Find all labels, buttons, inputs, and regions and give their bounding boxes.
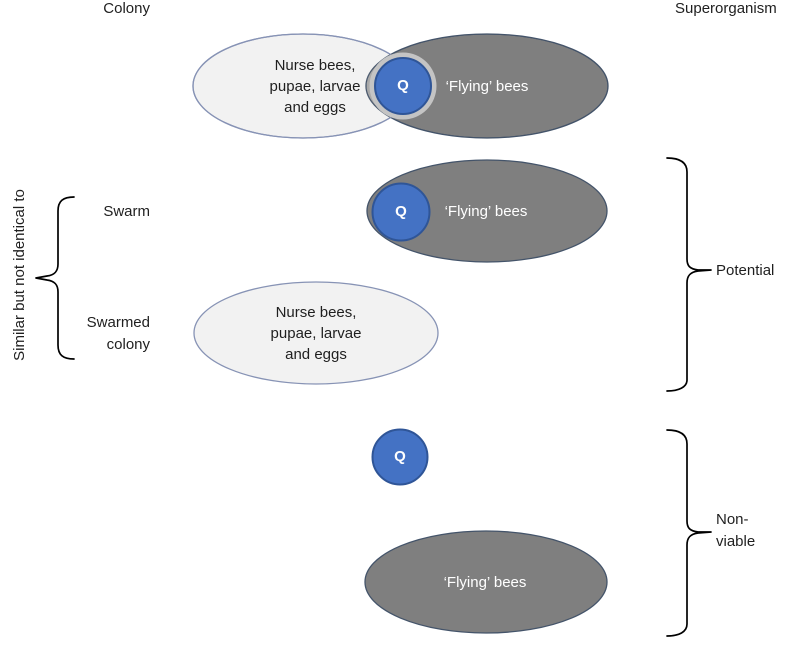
brood-text-swarmed-colony: Nurse bees, pupae, larvae and eggs bbox=[270, 304, 362, 363]
superorganism-label: Superorganism bbox=[675, 0, 777, 17]
queen-circle-alone bbox=[371, 428, 429, 486]
swarm-label: Swarm bbox=[103, 203, 150, 220]
queen-circle-top bbox=[374, 57, 432, 115]
queen-letter-top: Q bbox=[397, 77, 409, 94]
brood-text-colony: Nurse bees, pupae, larvae and eggs bbox=[269, 57, 361, 116]
right-brace-potential bbox=[666, 157, 712, 392]
right-brace-nonviable bbox=[666, 429, 712, 637]
queen-circle-swarm bbox=[371, 182, 431, 242]
swarmed-colony-label: Swarmed colony bbox=[86, 314, 150, 353]
swarmed-colony-brood-ellipse bbox=[193, 281, 439, 385]
flying-alone-ellipse bbox=[364, 530, 608, 634]
queen-letter-alone: Q bbox=[394, 448, 406, 465]
colony-label: Colony bbox=[103, 0, 150, 17]
flying-bees-text-alone: ‘Flying’ bees bbox=[443, 574, 527, 591]
queen-letter-swarm: Q bbox=[395, 203, 407, 220]
non-viable-label: Non- viable bbox=[716, 511, 756, 550]
flying-bees-text-swarm: ‘Flying’ bees bbox=[444, 203, 528, 220]
left-brace bbox=[35, 196, 75, 360]
swarm-flying-ellipse bbox=[366, 159, 608, 263]
potential-label: Potential bbox=[716, 262, 775, 279]
similar-but-not-identical-label: Similar but not identical to bbox=[11, 189, 28, 361]
flying-bees-text-top: ‘Flying’ bees bbox=[445, 78, 529, 95]
